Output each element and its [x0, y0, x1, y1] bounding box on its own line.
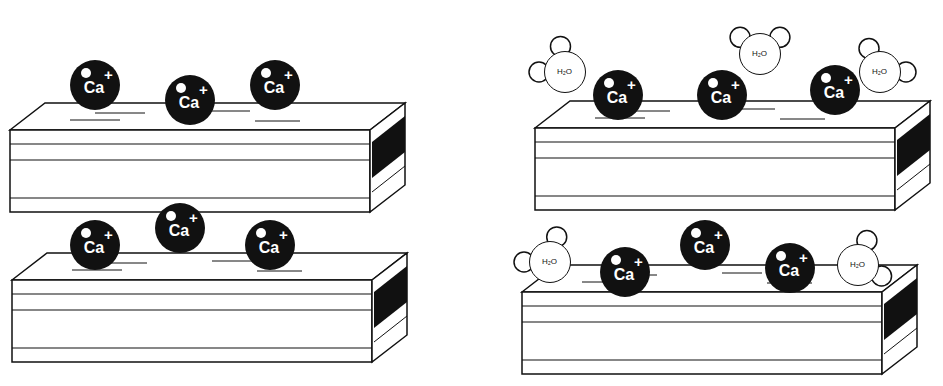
- ion-symbol: Ca: [711, 89, 731, 107]
- calcium-ion: Ca+: [680, 220, 730, 270]
- ion-symbol: Ca: [84, 239, 104, 257]
- calcium-ion: Ca+: [697, 70, 747, 120]
- ion-charge: +: [799, 249, 808, 266]
- ion-charge: +: [844, 71, 853, 88]
- molecule-formula: H₂O: [752, 49, 767, 58]
- highlight: [81, 68, 91, 78]
- ion-charge: +: [714, 226, 723, 243]
- calcium-ion: Ca+: [70, 220, 120, 270]
- water-molecule: H₂O: [544, 51, 586, 93]
- ion-charge: +: [279, 226, 288, 243]
- ion-charge: +: [634, 253, 643, 270]
- ion-symbol: Ca: [779, 262, 799, 280]
- ion-symbol: Ca: [824, 84, 844, 102]
- ion-charge: +: [189, 209, 198, 226]
- ion-charge: +: [627, 76, 636, 93]
- highlight: [611, 255, 621, 265]
- molecule-formula: H₂O: [542, 257, 557, 266]
- ion-symbol: Ca: [169, 222, 189, 240]
- highlight: [604, 78, 614, 88]
- calcium-ion: Ca+: [245, 220, 295, 270]
- highlight: [81, 228, 91, 238]
- ion-symbol: Ca: [259, 239, 279, 257]
- calcium-ion: Ca+: [593, 70, 643, 120]
- calcium-ion: Ca+: [165, 75, 215, 125]
- ion-charge: +: [104, 226, 113, 243]
- water-molecule: H₂O: [859, 51, 901, 93]
- molecule-formula: H₂O: [850, 260, 865, 269]
- highlight: [691, 228, 701, 238]
- calcium-ion: Ca+: [765, 243, 815, 293]
- highlight: [176, 83, 186, 93]
- ion-charge: +: [104, 66, 113, 83]
- highlight: [256, 228, 266, 238]
- ion-symbol: Ca: [694, 239, 714, 257]
- calcium-ion: Ca+: [70, 60, 120, 110]
- water-molecule: H₂O: [739, 33, 781, 75]
- highlight: [776, 251, 786, 261]
- ion-symbol: Ca: [179, 94, 199, 112]
- calcium-ion: Ca+: [250, 60, 300, 110]
- ion-charge: +: [199, 81, 208, 98]
- calcium-ion: Ca+: [600, 247, 650, 297]
- clay-layer: [12, 253, 407, 362]
- molecule-formula: H₂O: [557, 67, 572, 76]
- water-molecule: H₂O: [529, 241, 571, 283]
- highlight: [708, 78, 718, 88]
- calcium-ion: Ca+: [155, 203, 205, 253]
- molecule-formula: H₂O: [872, 67, 887, 76]
- highlight: [261, 68, 271, 78]
- ion-symbol: Ca: [264, 79, 284, 97]
- ion-charge: +: [731, 76, 740, 93]
- highlight: [821, 73, 831, 83]
- ion-symbol: Ca: [84, 79, 104, 97]
- water-molecule: H₂O: [837, 244, 879, 286]
- highlight: [166, 211, 176, 221]
- ion-symbol: Ca: [614, 266, 634, 284]
- calcium-ion: Ca+: [810, 65, 860, 115]
- clay-layer: [10, 103, 405, 212]
- ion-symbol: Ca: [607, 89, 627, 107]
- ion-charge: +: [284, 66, 293, 83]
